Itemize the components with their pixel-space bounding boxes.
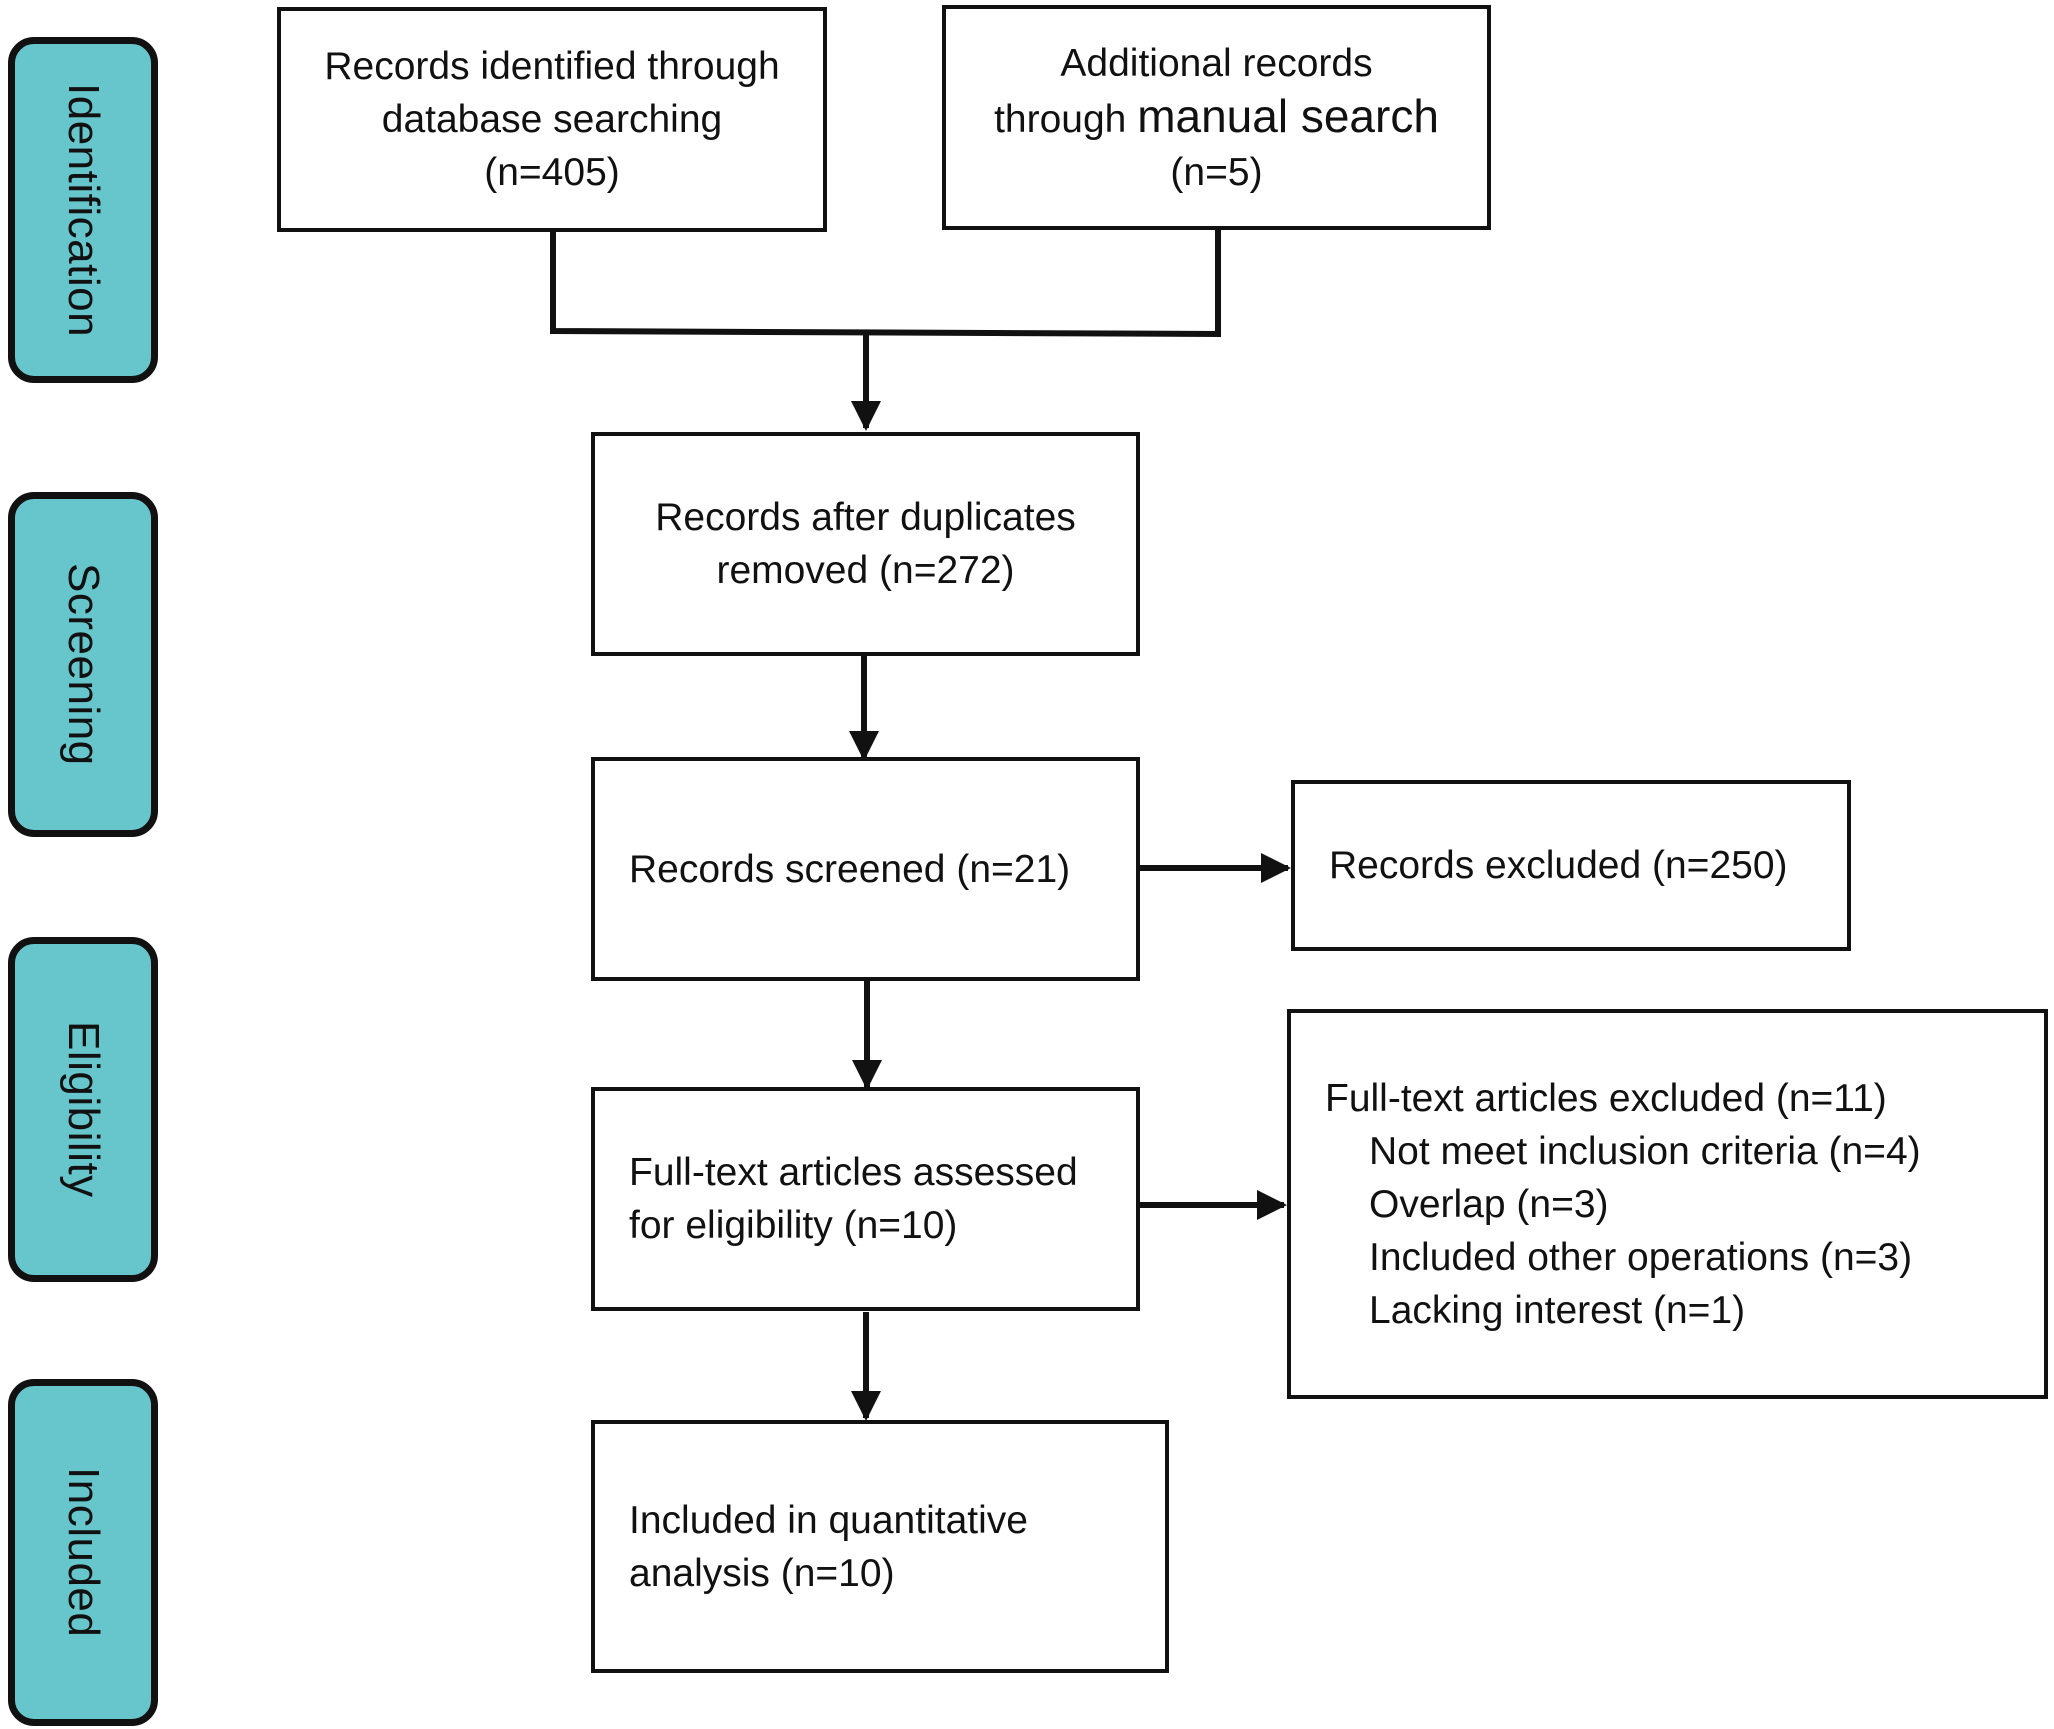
- box-text-emphasis: manual search: [1137, 89, 1439, 142]
- exclusion-reason: Lacking interest (n=1): [1369, 1288, 1746, 1332]
- stage-eligibility: Eligibility: [8, 937, 158, 1282]
- duplicates-removed-box: Records after duplicates removed (n=272): [591, 432, 1140, 656]
- stage-identification: Identification: [8, 37, 158, 383]
- exclusion-reason: Included other operations (n=3): [1369, 1235, 1913, 1279]
- database-search-box: Records identified through database sear…: [277, 7, 827, 232]
- box-text: for eligibility (n=10): [629, 1204, 958, 1247]
- box-text: removed (n=272): [716, 549, 1015, 592]
- stage-screening: Screening: [8, 492, 158, 837]
- box-text: analysis (n=10): [629, 1551, 895, 1595]
- stage-label: Identification: [59, 82, 108, 338]
- box-text: Full-text articles assessed: [629, 1151, 1078, 1194]
- records-screened-box: Records screened (n=21): [591, 757, 1140, 981]
- manual-search-box: Additional records through manual search…: [942, 5, 1491, 230]
- box-text: through: [994, 97, 1138, 141]
- exclusion-reason: Overlap (n=3): [1369, 1182, 1609, 1226]
- box-text: Records excluded (n=250): [1329, 844, 1788, 887]
- box-text: (n=405): [484, 151, 620, 194]
- box-text: Included in quantitative: [629, 1498, 1028, 1542]
- box-text: (n=5): [1170, 150, 1263, 194]
- included-analysis-box: Included in quantitative analysis (n=10): [591, 1420, 1169, 1673]
- box-title: Full-text articles excluded (n=11): [1325, 1076, 1887, 1120]
- fulltext-excluded-box: Full-text articles excluded (n=11) Not m…: [1287, 1009, 2048, 1399]
- box-text: Additional records: [1060, 41, 1373, 85]
- fulltext-assessed-box: Full-text articles assessed for eligibil…: [591, 1087, 1140, 1311]
- stage-label: Eligibility: [59, 1021, 108, 1198]
- box-text: Records screened (n=21): [629, 847, 1071, 891]
- stage-label: Screening: [59, 563, 108, 766]
- records-excluded-box: Records excluded (n=250): [1291, 780, 1851, 951]
- box-text: Records identified through: [324, 45, 780, 88]
- exclusion-reason: Not meet inclusion criteria (n=4): [1369, 1129, 1921, 1173]
- stage-label: Included: [59, 1467, 108, 1638]
- box-text: Records after duplicates: [655, 496, 1076, 539]
- merge-connector: [550, 229, 1221, 338]
- box-text: database searching: [381, 98, 723, 141]
- box-text-line2: through manual search: [994, 90, 1439, 146]
- stage-included: Included: [8, 1379, 158, 1726]
